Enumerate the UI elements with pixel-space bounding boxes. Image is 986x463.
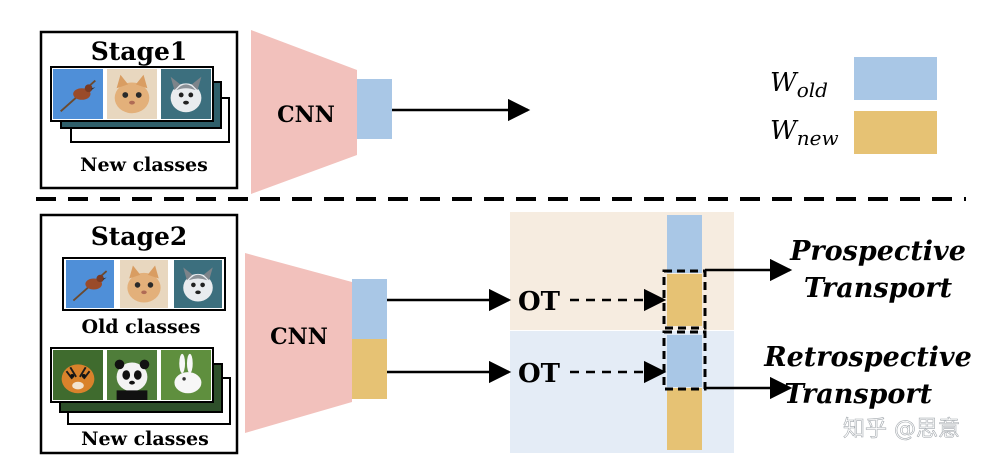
stage2-old-images: [62, 257, 226, 311]
stage2-new-image-stack: [50, 347, 231, 425]
tiger-image: [53, 350, 103, 400]
stage1-caption: New classes: [80, 154, 208, 176]
rabbit-image: [161, 350, 211, 400]
retrospective-line1: Retrospective: [763, 342, 972, 373]
column-old-bottom: [667, 335, 702, 387]
column-old-top: [667, 215, 702, 273]
dog-image: [161, 69, 211, 119]
panda-image: [107, 350, 157, 400]
stage2-cnn-label: CNN: [270, 324, 328, 350]
stage1-cnn-shape: [251, 30, 357, 194]
legend-old-swatch: [854, 57, 937, 100]
stage2-panel: Stage2 Old classes New classes: [39, 213, 239, 455]
stage2-cnn-shape: [245, 253, 352, 433]
ot-bottom-label: OT: [518, 359, 561, 389]
legend-w-old: Wold: [770, 68, 828, 102]
old-bird-image: [65, 260, 115, 308]
column-new-bottom: [667, 388, 702, 450]
old-dog-image: [174, 260, 222, 308]
stage1-feature-block: [357, 79, 392, 139]
prospective-line1: Prospective: [789, 236, 966, 267]
bird-image: [53, 69, 103, 119]
stage2-new-feature: [352, 339, 387, 399]
stage2-title: Stage2: [91, 222, 188, 251]
legend: Wold Wnew: [770, 57, 937, 154]
stage1-title: Stage1: [91, 37, 188, 66]
legend-w-new: Wnew: [770, 116, 839, 150]
legend-new-swatch: [854, 111, 937, 154]
prospective-line2: Transport: [804, 273, 953, 304]
old-cat-image: [120, 260, 168, 308]
stage1-cnn-label: CNN: [277, 102, 335, 128]
watermark: 知乎 @思意: [843, 417, 960, 442]
stage2-old-caption: Old classes: [82, 316, 201, 338]
stage2-new-caption: New classes: [81, 428, 209, 450]
stage2-old-feature: [352, 279, 387, 339]
retrospective-line2: Transport: [784, 379, 933, 410]
ot-top-label: OT: [518, 287, 561, 317]
retrospective-highlight: [662, 330, 707, 391]
prospective-highlight: [662, 269, 707, 330]
cat-image: [107, 69, 157, 119]
column-new-top: [667, 274, 702, 326]
stage1-panel: Stage1 New classes: [39, 30, 239, 190]
stage1-image-stack: [50, 66, 230, 143]
